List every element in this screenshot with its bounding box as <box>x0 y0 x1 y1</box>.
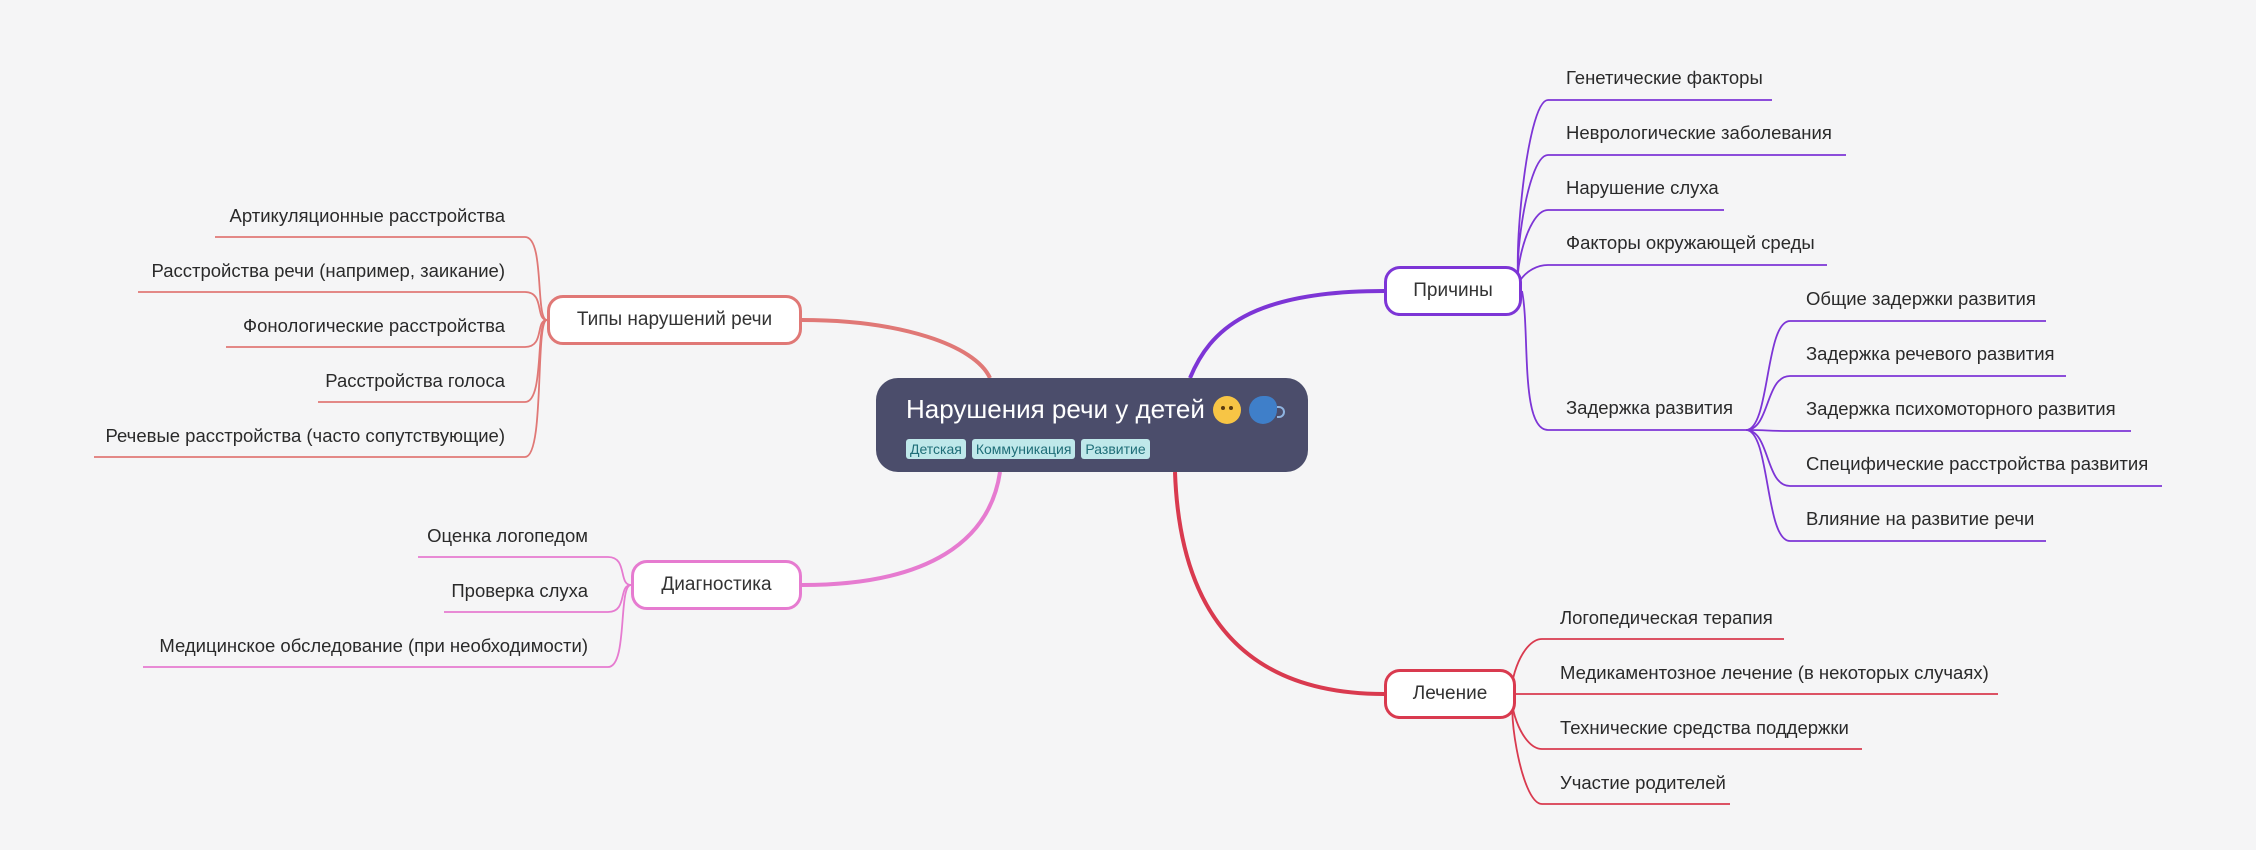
speaking-head-emoji-icon <box>1248 395 1285 424</box>
leaf-connector <box>1745 429 1791 432</box>
leaf-topic[interactable]: Медицинское обследование (при необходимо… <box>159 635 588 656</box>
tag-label[interactable]: Детская <box>906 439 966 459</box>
branch-connector <box>1173 471 1385 696</box>
leaf-topic[interactable]: Артикуляционные расстройства <box>229 205 505 226</box>
branch-node-causes[interactable]: Причины <box>1384 266 1522 316</box>
leaf-connector <box>1516 99 1549 292</box>
sub-leaf-topic[interactable]: Задержка речевого развития <box>1806 343 2055 364</box>
sub-leaf-topic[interactable]: Задержка психомоторного развития <box>1806 398 2116 419</box>
leaf-topic[interactable]: Фонологические расстройства <box>243 315 505 336</box>
leaf-connector <box>1745 320 1791 431</box>
leaf-connector <box>524 319 548 458</box>
leaf-topic[interactable]: Расстройства речи (например, заикание) <box>151 260 505 281</box>
leaf-topic[interactable]: Медикаментозное лечение (в некоторых слу… <box>1560 662 1989 683</box>
central-topic-title: Нарушения речи у детей <box>906 394 1285 425</box>
leaf-connector <box>1511 693 1543 750</box>
leaf-topic[interactable]: Оценка логопедом <box>427 525 588 546</box>
branch-connector <box>801 318 992 379</box>
leaf-connector <box>1511 638 1543 695</box>
sub-leaf-topic[interactable]: Влияние на развитие речи <box>1806 508 2035 529</box>
leaf-topic[interactable]: Нарушение слуха <box>1566 177 1719 198</box>
tag-label[interactable]: Коммуникация <box>971 439 1076 459</box>
leaf-connector <box>1745 429 1791 542</box>
branch-connector <box>801 471 1002 587</box>
leaf-topic[interactable]: Проверка слуха <box>451 580 588 601</box>
leaf-topic[interactable]: Логопедическая терапия <box>1560 607 1773 628</box>
leaf-topic-development-delay[interactable]: Задержка развития <box>1566 397 1733 418</box>
leaf-connector <box>607 584 632 668</box>
tag-label[interactable]: Развитие <box>1081 439 1150 459</box>
leaf-topic[interactable]: Факторы окружающей среды <box>1566 232 1815 253</box>
leaf-connector <box>1516 264 1549 292</box>
branch-node-treatment[interactable]: Лечение <box>1384 669 1516 719</box>
branch-node-diagnostics[interactable]: Диагностика <box>631 560 802 610</box>
topic-tags: Детская Коммуникация Развитие <box>906 439 1278 459</box>
central-topic[interactable]: Нарушения речи у детей Детская Коммуника… <box>876 378 1308 472</box>
leaf-connector <box>524 319 548 403</box>
leaf-connector <box>1745 429 1791 487</box>
leaf-connector <box>607 556 632 586</box>
leaf-topic[interactable]: Генетические факторы <box>1566 67 1763 88</box>
sub-leaf-topic[interactable]: Общие задержки развития <box>1806 288 2036 309</box>
baby-emoji-icon <box>1212 395 1241 424</box>
leaf-connector <box>1745 375 1791 431</box>
leaf-connector <box>524 236 548 321</box>
leaf-topic[interactable]: Расстройства голоса <box>325 370 505 391</box>
sub-leaf-topic[interactable]: Специфические расстройства развития <box>1806 453 2149 474</box>
leaf-topic[interactable]: Технические средства поддержки <box>1560 717 1849 738</box>
leaf-connector <box>524 291 548 321</box>
leaf-connector <box>1521 290 1549 431</box>
branch-node-speech-types[interactable]: Типы нарушений речи <box>547 295 802 345</box>
branch-connector <box>1188 289 1385 379</box>
leaf-topic[interactable]: Неврологические заболевания <box>1566 122 1832 143</box>
leaf-topic[interactable]: Речевые расстройства (часто сопутствующи… <box>105 425 505 446</box>
central-topic-text: Нарушения речи у детей <box>906 394 1205 424</box>
leaf-topic[interactable]: Участие родителей <box>1560 772 1726 793</box>
